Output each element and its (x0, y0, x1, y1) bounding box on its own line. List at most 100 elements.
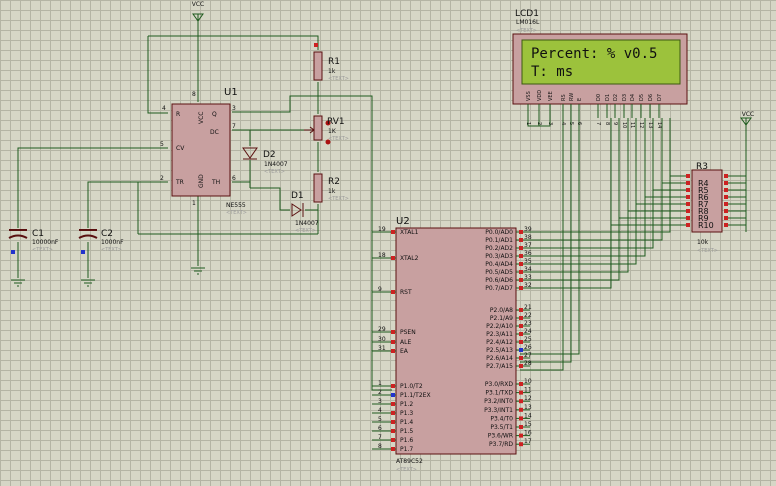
resistor-r2[interactable]: R2 1k <TEXT> (313, 173, 349, 203)
lcd-pin-name: VDD (537, 90, 543, 101)
pin-marker (391, 402, 395, 406)
u2-pin-number: 6 (378, 425, 382, 432)
text-placeholder: <TEXT> (32, 247, 53, 253)
capacitor-c1[interactable]: C1 10000nF <TEXT> (8, 229, 59, 254)
c2-ref: C2 (101, 229, 113, 239)
pin-marker (519, 416, 523, 421)
potentiometer-rv1[interactable]: RV1 1K <TEXT> (304, 115, 349, 145)
u2-pin-name: P1.5 (400, 428, 413, 435)
pin-th-name: TH (211, 179, 220, 186)
text-placeholder: <TEXT> (264, 169, 285, 175)
u2-pin-name: ALE (400, 339, 411, 346)
lcd-module[interactable]: LCD1 LM016L <TEXT> Percent: % v0.5 T: ms… (512, 9, 688, 129)
u2-pin-name: P1.7 (400, 446, 413, 453)
lcd-pin-number: 12 (638, 122, 644, 128)
u2-pin-name: P1.6 (400, 437, 413, 444)
pin-marker (391, 330, 395, 334)
u2-pin-number: 19 (378, 226, 386, 233)
lcd-pin-number: 1 (525, 122, 531, 125)
diode-d1[interactable]: D1 1N4007 <TEXT> (291, 191, 319, 234)
wires (17, 14, 747, 391)
pin-gnd-name: GND (198, 174, 205, 188)
diode-d2[interactable]: D2 1N4007 <TEXT> (242, 147, 288, 175)
pin-r-name: R (176, 111, 180, 118)
u2-pin-number: 8 (378, 443, 382, 450)
u2-pin-name: P3.1/TXD (485, 390, 513, 397)
pin-marker (686, 188, 690, 192)
u2-pin-name: P2.5/A13 (486, 347, 513, 354)
lcd-pin-name: D1 (605, 94, 611, 101)
wiper-down-button[interactable] (325, 139, 331, 145)
lcd-pin-name: D0 (596, 94, 602, 101)
lcd-ref: LCD1 (515, 9, 539, 19)
u2-pin-number: 37 (524, 242, 532, 249)
vcc-symbol-1[interactable]: VCC (192, 1, 204, 22)
pin-marker (519, 230, 523, 234)
u2-pin-number: 13 (524, 404, 532, 411)
pin-number: 2 (160, 175, 164, 182)
ne555-timer[interactable]: U1 R Q DC CV TR TH VCC GND 4 3 7 5 2 6 8… (160, 87, 247, 216)
pin-marker (686, 216, 690, 220)
pin-marker (391, 438, 395, 442)
capacitor-c2[interactable]: C2 1000nF <TEXT> (78, 229, 124, 254)
vcc-symbol-2[interactable]: VCC (740, 111, 754, 126)
u1-model: NE555 (226, 202, 246, 209)
u2-right-pins: 39P0.0/AD038P0.1/AD137P0.2/AD236P0.3/AD3… (484, 226, 532, 448)
u2-pin-number: 1 (378, 380, 382, 387)
c1-value: 10000nF (32, 239, 59, 246)
pin-marker (519, 308, 523, 312)
vcc-label: VCC (742, 111, 754, 118)
u2-pin-name: PSEN (400, 329, 416, 336)
r3-value: 10k (697, 239, 709, 246)
u2-pin-name: P3.0/RXD (485, 381, 513, 388)
d2-model: 1N4007 (264, 161, 288, 168)
pin-marker (391, 256, 395, 260)
lcd-pin-labels: VSS1VDD2VEE3RS4RW5E6D07D18D29D310D411D51… (525, 90, 663, 129)
u2-pin-number: 28 (524, 360, 532, 367)
lcd-line-1: Percent: % v0.5 (531, 46, 657, 62)
rv1-ref: RV1 (327, 117, 345, 127)
u2-pin-name: P0.7/AD7 (485, 285, 513, 292)
pin-marker (391, 349, 395, 353)
d1-ref: D1 (291, 191, 304, 201)
lcd-pin-number: 5 (568, 122, 574, 125)
pin-marker (724, 209, 728, 213)
pin-marker (724, 223, 728, 227)
u2-pin-number: 26 (524, 344, 532, 351)
u2-pin-name: P1.3 (400, 410, 413, 417)
u2-pin-number: 36 (524, 250, 532, 257)
pack-label: R8 (698, 207, 709, 216)
pin-marker (686, 181, 690, 185)
pin-marker (519, 364, 523, 368)
pin-marker (519, 246, 523, 250)
u2-pin-number: 10 (524, 378, 532, 385)
pin-marker (391, 340, 395, 344)
resistor-r1[interactable]: R1 1k <TEXT> (313, 43, 349, 82)
lcd-pin-name: D6 (648, 94, 654, 101)
pin-marker (519, 238, 523, 242)
lcd-pin-number: 2 (536, 122, 542, 125)
lcd-pin-name: E (577, 98, 583, 101)
pin-marker (519, 332, 523, 336)
u2-pin-number: 38 (524, 234, 532, 241)
u2-pin-name: P2.2/A10 (486, 323, 513, 330)
u2-pin-number: 39 (524, 226, 532, 233)
u2-pin-name: P2.3/A11 (486, 331, 513, 338)
d1-model: 1N4007 (295, 220, 319, 227)
u2-pin-name: RST (400, 289, 412, 296)
u2-pin-name: P3.2/INT0 (484, 398, 513, 405)
u1-ref: U1 (224, 87, 238, 98)
pin-marker (724, 188, 728, 192)
d2-ref: D2 (263, 150, 276, 160)
c1-ref: C1 (32, 229, 44, 239)
pin-marker (519, 425, 523, 429)
pin-marker (686, 209, 690, 213)
wiper-up-button[interactable] (325, 120, 331, 126)
pin-marker (391, 447, 395, 451)
pack-label: R9 (698, 214, 709, 223)
